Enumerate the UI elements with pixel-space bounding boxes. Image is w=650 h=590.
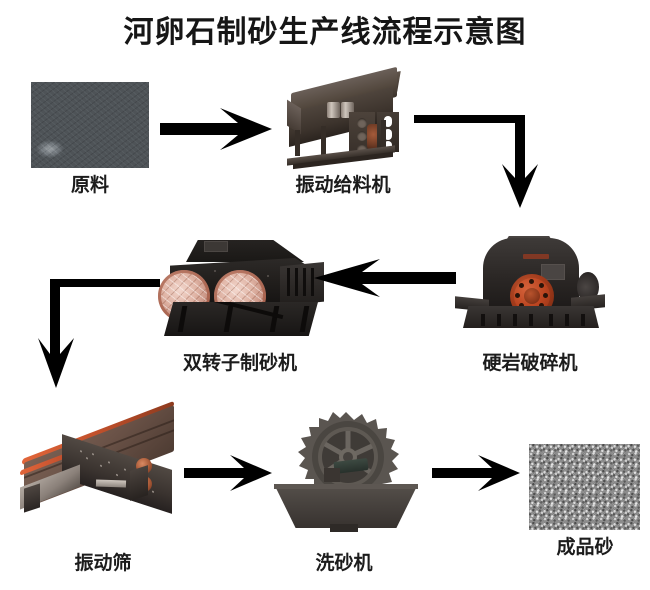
arrow-rawmaterial-to-feeder [160,108,272,150]
base-rib [529,314,533,326]
sand-washer-illustration [268,410,420,532]
base-brace [299,306,310,332]
feeder-slot [384,129,392,140]
screen-perforation [116,473,118,477]
housing-speck [267,275,269,277]
arrow-crusher-to-sandmaker [314,259,456,297]
flywheel-bolt [539,303,544,308]
raw-material-label: 原料 [70,174,109,196]
feeder-leg [381,120,386,154]
base-rib [565,314,569,326]
housing-speck [214,270,216,272]
hard-rock-crusher-label: 硬岩破碎机 [482,352,578,374]
arrow-sandmaker-to-screen [38,276,164,392]
washer-bucket-wheel [288,410,404,502]
screen-perforation [124,468,126,471]
arrow-screen-to-washer [184,455,272,491]
finished-sand-label: 成品砂 [556,536,614,558]
screen-drive-shaft [95,479,127,488]
drive-end-fin [303,268,306,296]
flywheel-bolt [539,283,544,288]
flywheel-bolt [519,303,524,308]
vibrating-feeder-label: 振动给料机 [295,174,391,196]
base-rib [549,314,553,326]
dual-rotor-sand-maker-illustration [152,240,330,348]
drive-end-fin [311,268,314,296]
dual-rotor-sand-maker-label: 双转子制砂机 [182,352,297,374]
base-brace [223,306,234,332]
sandmaker-base-frame [164,302,318,336]
feeder-slot [384,116,392,127]
base-rib [481,314,485,326]
vibrating-feeder-illustration [281,66,405,170]
vibrating-screen-illustration [18,400,188,524]
screen-support-left [24,483,40,513]
feeder-leg [295,130,300,156]
screen-support-right [130,465,148,501]
base-rib [497,314,501,326]
washer-base-foot [330,524,358,532]
screen-perforation [92,452,94,456]
sandmaker-hopper-lid [204,241,228,252]
flywheel-hub [524,288,540,304]
arrow-washer-to-sand [432,455,520,491]
screen-perforation [86,456,88,460]
feeder-leg [321,126,326,156]
crusher-base-frame [463,306,599,328]
base-rib [581,314,585,326]
crusher-brand-mark [523,254,549,259]
flywheel-bolt [529,279,534,284]
screen-perforation [80,449,82,453]
washer-tank-rim [274,484,418,489]
vibrating-screen-label: 振动筛 [74,552,132,574]
screen-perforation [108,461,110,464]
feeder-drum-left [327,102,340,118]
base-brace [177,306,188,332]
drive-end-fin [287,268,290,296]
feeder-bolt-hole [357,131,367,141]
base-rib [513,314,517,326]
flywheel-bolt [515,293,520,298]
sandmaker-drive-end [280,262,324,306]
washer-gearbox [324,468,340,482]
screen-perforation [152,490,154,494]
flywheel-bolt [543,293,548,298]
flywheel-bolt [519,283,524,288]
rock-texture-overlay [31,82,149,168]
raw-material-image [31,82,149,168]
feeder-bolt-hole [357,118,367,128]
crusher-inspection-hatch [541,264,565,280]
hard-rock-crusher-illustration [455,236,605,336]
sand-washer-label: 洗砂机 [315,552,373,574]
drive-end-fin [295,268,298,296]
screen-perforation [100,464,102,468]
arrow-feeder-to-crusher [410,112,540,212]
finished-sand-image [529,444,640,530]
washer-tank [274,484,418,528]
base-brace [269,306,280,332]
page-title: 河卵石制砂生产线流程示意图 [123,15,527,50]
